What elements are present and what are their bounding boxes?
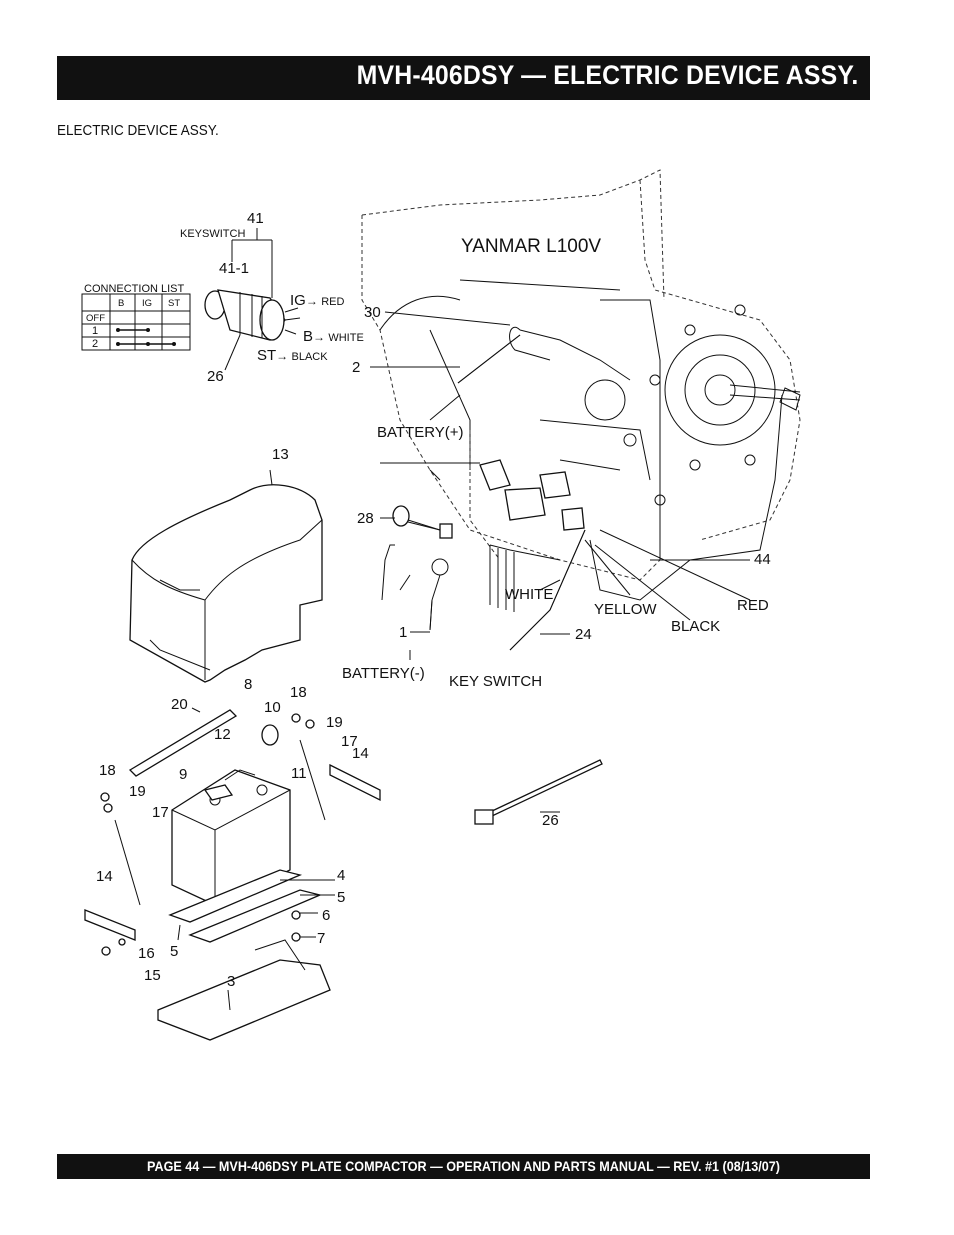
keyswitch-label: KEYSWITCH: [180, 228, 245, 240]
callout-14-upper: 14: [352, 745, 369, 762]
callout-41: 41: [247, 210, 264, 227]
key-switch-label: KEY SWITCH: [449, 673, 542, 690]
callout-18-lower: 18: [99, 762, 116, 779]
callout-5-right: 5: [337, 889, 345, 906]
battery-negative-label: BATTERY(-): [342, 665, 425, 682]
page-footer-bar: PAGE 44 — MVH-406DSY PLATE COMPACTOR — O…: [57, 1154, 870, 1179]
callout-26-cable-tie: 26: [542, 812, 559, 829]
callout-5-left: 5: [170, 943, 178, 960]
connection-col-b: B: [118, 298, 124, 309]
section-label: ELECTRIC DEVICE ASSY.: [57, 122, 219, 139]
callout-12: 12: [214, 726, 231, 743]
connection-row-2: 2: [92, 338, 98, 350]
connection-col-ig: IG: [142, 298, 152, 309]
callout-4: 4: [337, 867, 345, 884]
page-title: MVH-406DSY — ELECTRIC DEVICE ASSY.: [356, 60, 858, 90]
callout-6: 6: [322, 907, 330, 924]
callout-3: 3: [227, 973, 235, 990]
wiring: [381, 334, 801, 825]
callout-13: 13: [272, 446, 289, 463]
leader-lines: [177, 311, 751, 1011]
callout-24: 24: [575, 626, 592, 643]
connection-col-st: ST: [168, 298, 180, 309]
battery-cover: [129, 469, 323, 683]
callout-17-lower: 17: [152, 804, 169, 821]
callout-7: 7: [317, 930, 325, 947]
callout-9: 9: [179, 766, 187, 783]
terminal-b: B→ WHITE: [303, 328, 364, 345]
callout-19-upper: 19: [326, 714, 343, 731]
callout-15: 15: [144, 967, 161, 984]
callout-20: 20: [171, 696, 188, 713]
callout-14-lower: 14: [96, 868, 113, 885]
keyswitch-detail: [81, 228, 301, 371]
callout-1: 1: [399, 624, 407, 641]
callout-18-upper: 18: [290, 684, 307, 701]
connection-list-title: CONNECTION LIST: [84, 283, 185, 295]
page-title-bar: MVH-406DSY — ELECTRIC DEVICE ASSY.: [57, 56, 870, 100]
callout-19-lower: 19: [129, 783, 146, 800]
callout-17-upper: 17: [341, 733, 358, 750]
connection-row-off: OFF: [86, 313, 105, 324]
battery-positive-label: BATTERY(+): [377, 424, 464, 441]
wire-yellow-label: YELLOW: [594, 601, 657, 618]
page-footer: PAGE 44 — MVH-406DSY PLATE COMPACTOR — O…: [147, 1158, 780, 1174]
connection-row-1: 1: [92, 325, 98, 337]
terminal-ig: IG→ RED: [290, 292, 344, 309]
callout-28: 28: [357, 510, 374, 527]
engine-illustration: [361, 169, 801, 581]
callout-11: 11: [291, 765, 307, 782]
callout-16: 16: [138, 945, 155, 962]
callout-8: 8: [244, 676, 252, 693]
engine-label: YANMAR L100V: [461, 236, 601, 257]
callout-26-keyswitch: 26: [207, 368, 224, 385]
battery-assembly: [84, 709, 381, 1041]
callout-44: 44: [754, 551, 771, 568]
callout-10: 10: [264, 699, 281, 716]
callout-41-1: 41-1: [219, 260, 249, 277]
wire-black-label: BLACK: [671, 618, 720, 635]
terminal-st: ST→ BLACK: [257, 347, 328, 364]
callout-2: 2: [352, 359, 360, 376]
wire-red-label: RED: [737, 597, 769, 614]
callout-30: 30: [364, 304, 381, 321]
wire-white-label: WHITE: [505, 586, 553, 603]
